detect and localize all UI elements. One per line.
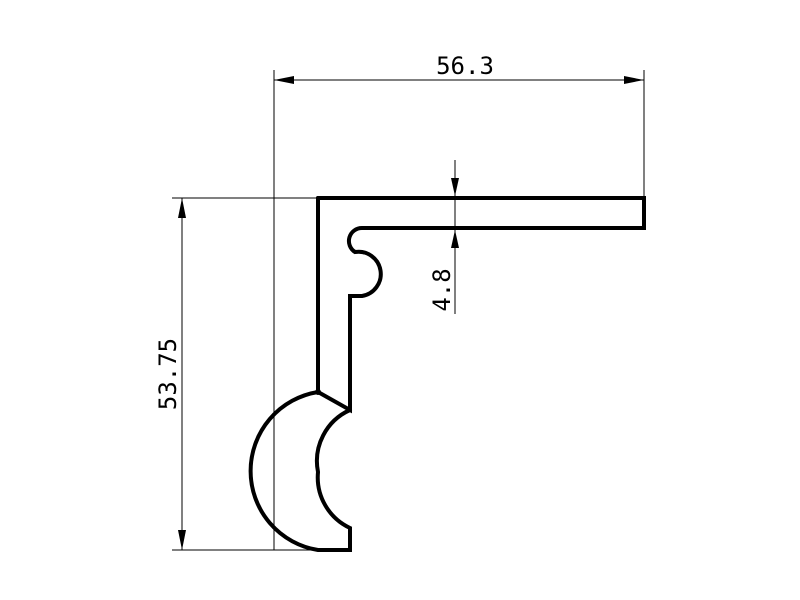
profile-outline (248, 196, 646, 552)
thickness-dimension-label: 4.8 (428, 268, 456, 311)
joint-dot (315, 389, 321, 395)
thickness-arrow-top (451, 178, 459, 196)
height-dimension-label: 53.75 (154, 338, 182, 410)
width-arrow-left (274, 76, 294, 84)
thickness-arrow-bottom (451, 230, 459, 248)
height-arrow-bottom (178, 530, 186, 550)
width-dimension-label: 56.3 (436, 52, 494, 80)
height-arrow-top (178, 198, 186, 218)
width-arrow-right (624, 76, 644, 84)
